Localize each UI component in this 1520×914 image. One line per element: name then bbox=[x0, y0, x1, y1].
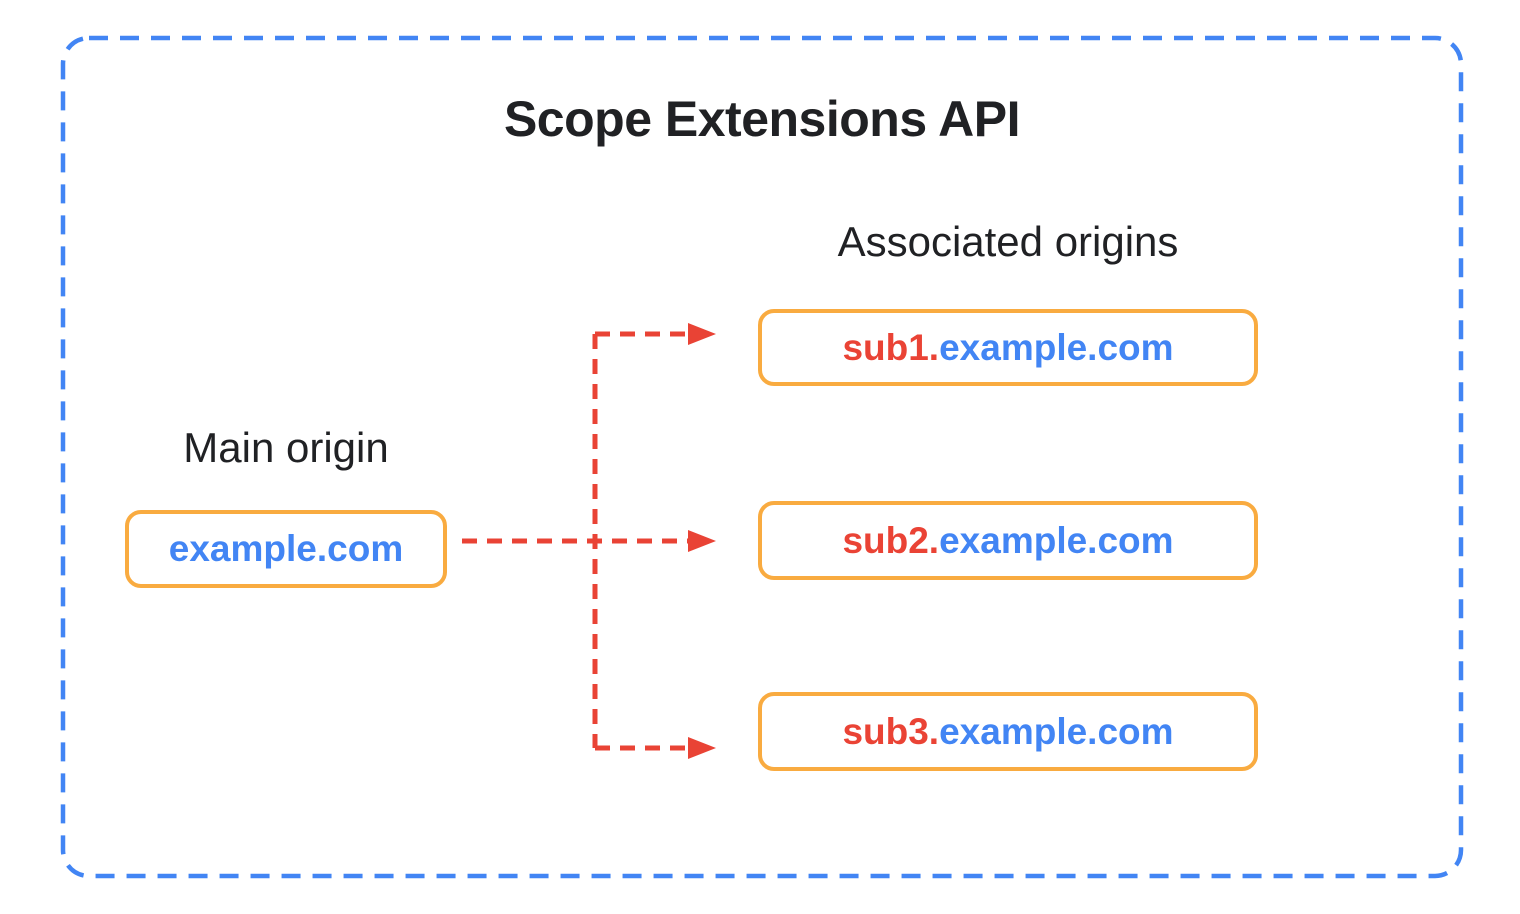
sub2-domain: example.com bbox=[939, 519, 1174, 561]
associated-origins-label: Associated origins bbox=[837, 218, 1179, 265]
main-origin-domain: example.com bbox=[168, 528, 404, 569]
associated-origin-box-sub2: sub2.example.com bbox=[758, 501, 1258, 580]
diagram-title: Scope Extensions API bbox=[503, 91, 1021, 147]
main-origin-box: example.com bbox=[125, 510, 447, 588]
associated-origin-box-sub1: sub1.example.com bbox=[758, 309, 1258, 386]
sub1-subdomain: sub1. bbox=[842, 326, 940, 368]
main-origin-label: Main origin bbox=[183, 424, 389, 471]
sub3-subdomain: sub3. bbox=[842, 710, 940, 752]
arrowhead-to-sub1-icon bbox=[688, 323, 716, 345]
sub3-domain: example.com bbox=[939, 710, 1174, 752]
arrowhead-to-sub2-icon bbox=[688, 530, 716, 552]
sub1-domain: example.com bbox=[939, 326, 1174, 368]
dashed-frame bbox=[60, 35, 1464, 879]
sub2-subdomain: sub2. bbox=[842, 519, 940, 561]
associated-origin-box-sub3: sub3.example.com bbox=[758, 692, 1258, 771]
arrowhead-to-sub3-icon bbox=[688, 737, 716, 759]
